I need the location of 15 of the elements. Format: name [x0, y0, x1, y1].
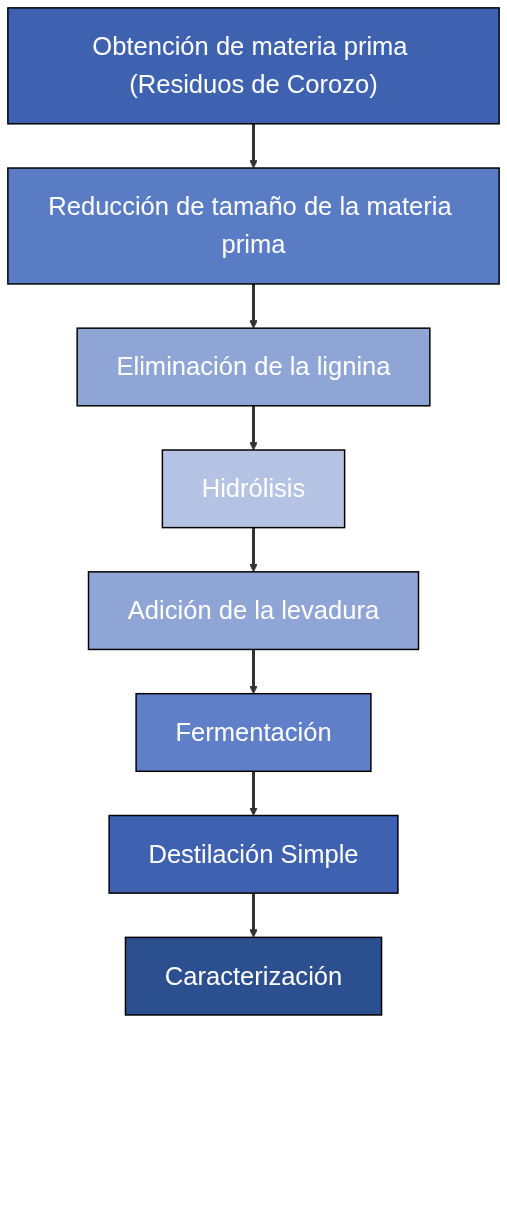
arrow — [249, 405, 258, 451]
node-box: Hidrólisis — [161, 449, 346, 529]
node-box: Destilación Simple — [108, 814, 399, 894]
arrow — [249, 893, 258, 938]
node-box: Reducción de tamaño de la materia prima — [7, 167, 500, 285]
node-box: Obtención de materia prima (Residuos de Corozo) — [7, 7, 500, 125]
node-box: Caracterización — [124, 936, 383, 1016]
arrow — [249, 527, 258, 573]
arrow — [249, 123, 258, 169]
node-box: Fermentación — [135, 692, 372, 773]
arrow — [249, 649, 258, 695]
arrow — [249, 283, 258, 329]
arrow — [249, 771, 258, 816]
node-box: Adición de la levadura — [87, 571, 420, 651]
node-box: Eliminación de la lignina — [76, 327, 431, 407]
